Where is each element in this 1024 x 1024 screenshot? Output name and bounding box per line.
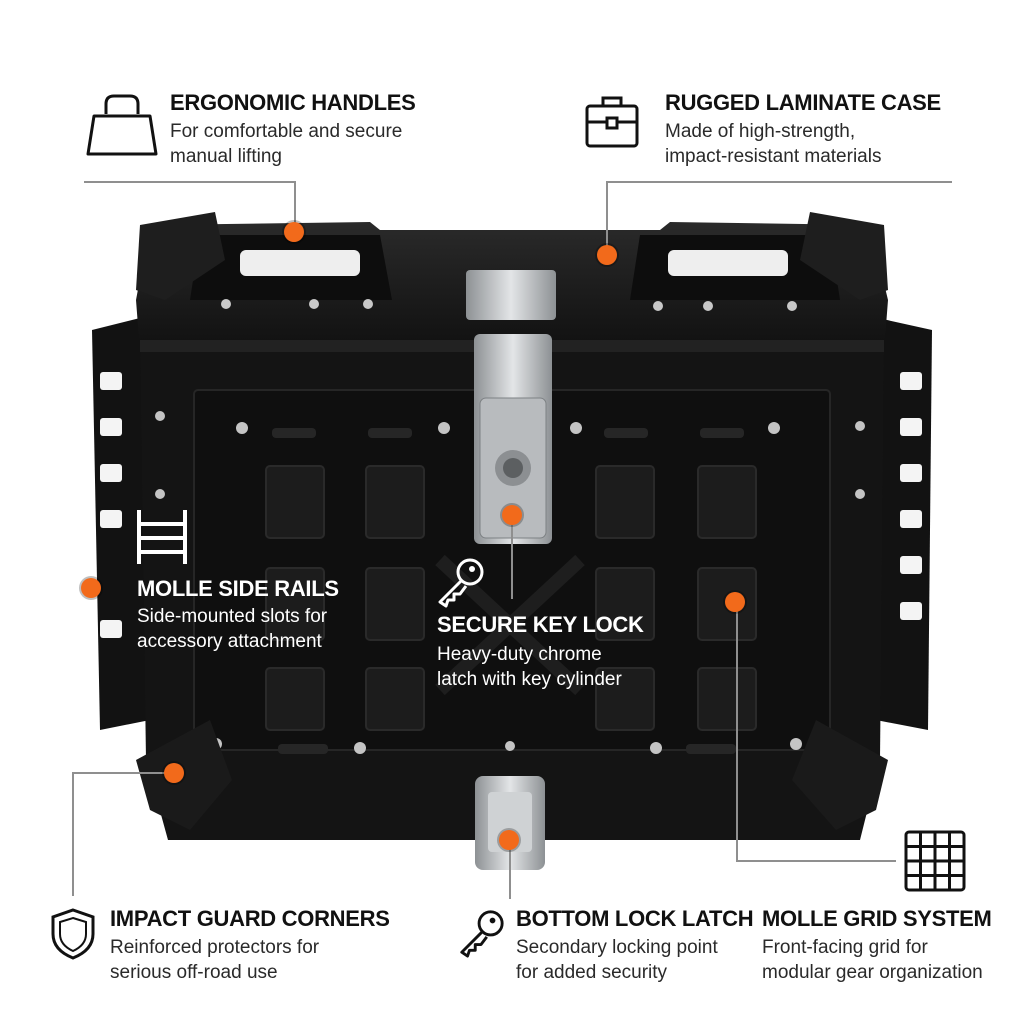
callout-desc-line1: For comfortable and secure <box>170 121 403 142</box>
grid-leader-h <box>736 860 896 862</box>
callout-ergonomic-handles: ERGONOMIC HANDLES For comfortable and se… <box>170 90 416 169</box>
shield-icon <box>51 908 95 960</box>
case-marker[interactable] <box>597 245 617 265</box>
callout-title: ERGONOMIC HANDLES <box>170 90 416 115</box>
callout-desc-line2: impact-resistant materials <box>665 146 882 167</box>
callout-desc-line1: Side-mounted slots for <box>137 606 328 627</box>
handbag-icon <box>86 94 158 156</box>
callout-desc-line1: Secondary locking point <box>516 937 718 958</box>
case-leader-h <box>606 181 952 183</box>
callout-desc-line1: Heavy-duty chrome <box>437 644 602 665</box>
callout-desc-line1: Made of high-strength, <box>665 121 856 142</box>
grid-icon <box>904 830 966 892</box>
callout-secure-key-lock: SECURE KEY LOCK Heavy-duty chrome latch … <box>437 612 644 692</box>
callout-impact-guard-corners: IMPACT GUARD CORNERS Reinforced protecto… <box>110 906 390 985</box>
toolbox-icon <box>585 96 639 148</box>
callout-desc-line2: for added security <box>516 962 668 983</box>
callout-rugged-case: RUGGED LAMINATE CASE Made of high-streng… <box>665 90 941 169</box>
lock-leader-v <box>511 515 513 599</box>
callout-title: BOTTOM LOCK LATCH <box>516 906 754 931</box>
latch-leader-v <box>509 841 511 899</box>
grid-leader-v <box>736 603 738 861</box>
callout-title: IMPACT GUARD CORNERS <box>110 906 390 931</box>
callout-desc-line2: accessory attachment <box>137 631 322 652</box>
callout-desc-line2: latch with key cylinder <box>437 669 622 690</box>
ladder-icon <box>137 510 187 564</box>
key-icon <box>438 558 484 608</box>
callout-desc-line2: modular gear organization <box>762 962 983 983</box>
callout-desc-line2: manual lifting <box>170 146 282 167</box>
handles-marker[interactable] <box>284 222 304 242</box>
callout-title: MOLLE SIDE RAILS <box>137 576 339 601</box>
callout-molle-side-rails: MOLLE SIDE RAILS Side-mounted slots for … <box>137 576 339 654</box>
corners-marker[interactable] <box>164 763 184 783</box>
corners-leader-v <box>72 772 74 896</box>
key-icon <box>460 910 504 958</box>
callout-desc-line2: serious off-road use <box>110 962 278 983</box>
handles-leader-v <box>294 181 296 231</box>
callout-title: SECURE KEY LOCK <box>437 612 644 637</box>
grid-marker[interactable] <box>725 592 745 612</box>
callout-desc-line1: Reinforced protectors for <box>110 937 320 958</box>
callout-title: RUGGED LAMINATE CASE <box>665 90 941 115</box>
lock-marker[interactable] <box>502 505 522 525</box>
case-leader-v <box>606 181 608 253</box>
corners-leader-h <box>72 772 176 774</box>
callout-title: MOLLE GRID SYSTEM <box>762 906 992 931</box>
handles-leader-h <box>84 181 296 183</box>
rails-marker[interactable] <box>81 578 101 598</box>
callout-bottom-lock-latch: BOTTOM LOCK LATCH Secondary locking poin… <box>516 906 754 985</box>
latch-marker[interactable] <box>499 830 519 850</box>
callout-desc-line1: Front-facing grid for <box>762 937 928 958</box>
callout-molle-grid-system: MOLLE GRID SYSTEM Front-facing grid for … <box>762 906 992 985</box>
